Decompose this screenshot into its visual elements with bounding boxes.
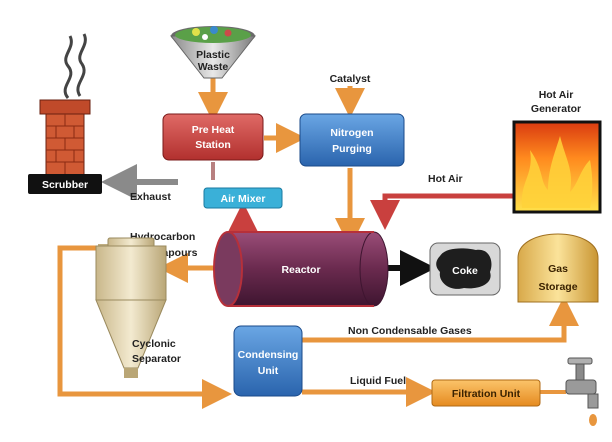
tap-icon [565,357,599,426]
non-condensable-label: Non Condensable Gases [348,325,472,337]
plastic-waste-funnel: Plastic Waste [169,26,257,79]
scrubber-label: Scrubber [42,179,88,191]
condensing-unit-box: Condensing Unit [233,325,303,397]
nitrogen-purging-box: Nitrogen Purging [299,113,405,167]
gas-storage-label-1: Gas [548,263,568,275]
liquid-fuel-label: Liquid Fuel [350,375,406,387]
hot-air-generator-label-2: Generator [531,103,581,115]
preheat-station-box: Pre Heat Station [162,113,264,161]
cyclonic-label-1: Cyclonic [132,338,176,350]
reactor-label: Reactor [281,264,320,276]
coke-label: Coke [452,265,478,277]
hot-air-generator: Hot Air Generator [512,89,602,214]
scrubber-box: Scrubber [28,174,102,194]
plastic-waste-label-2: Waste [198,61,229,73]
hot-air-label: Hot Air [428,173,463,185]
condensing-label-1: Condensing [238,349,299,361]
nitrogen-label-1: Nitrogen [330,127,373,139]
preheat-label-2: Station [195,139,231,151]
filtration-label: Filtration Unit [452,388,521,400]
coke-box: Coke [429,242,501,296]
connectors [57,78,579,409]
condensing-label-2: Unit [258,365,279,377]
gas-storage-label-2: Storage [538,281,577,293]
cyclonic-label-2: Separator [132,353,181,365]
nitrogen-label-2: Purging [332,143,372,155]
chimney-icon [39,33,91,177]
preheat-label-1: Pre Heat [192,124,235,136]
gas-storage-tank: Gas Storage [517,233,599,303]
catalyst-label: Catalyst [330,73,371,85]
cyclonic-separator [95,237,167,378]
hot-air-generator-label-1: Hot Air [539,89,574,101]
filtration-unit-box: Filtration Unit [431,379,541,407]
arrow-separator-to-condensing [57,245,232,409]
plastic-waste-label-1: Plastic [196,49,230,61]
arrow-condensing-to-gas [302,296,579,343]
exhaust-label: Exhaust [130,191,171,203]
air-mixer-label: Air Mixer [221,193,266,205]
air-mixer-box: Air Mixer [203,187,283,209]
reactor-vessel: Reactor [213,231,389,307]
